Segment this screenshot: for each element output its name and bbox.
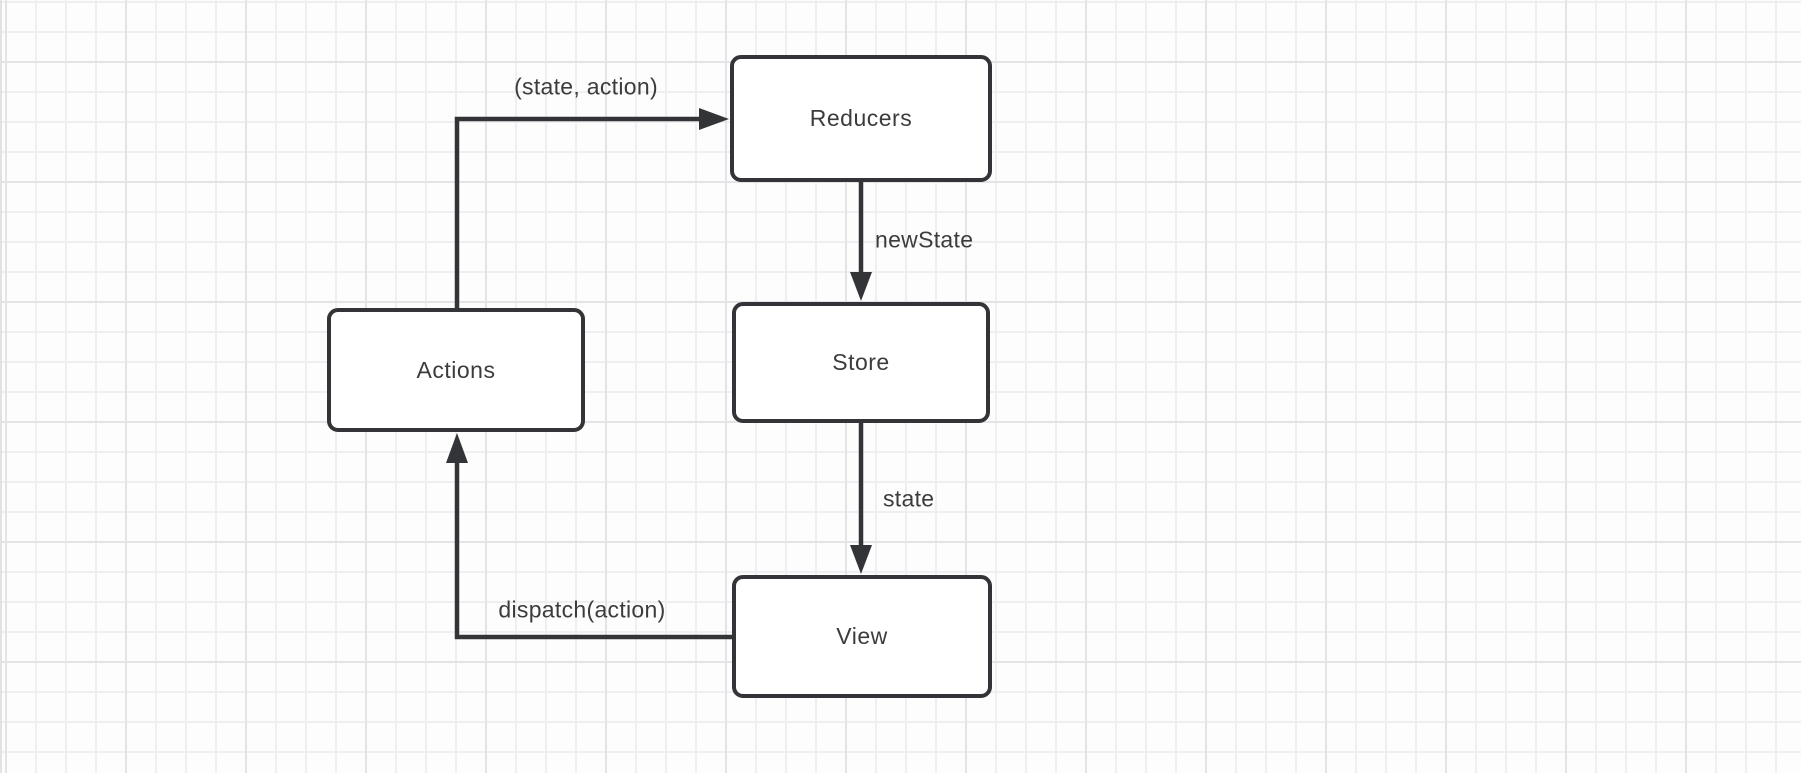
node-reducers[interactable]: Reducers [730, 55, 992, 182]
node-label: Reducers [809, 105, 913, 131]
edge-view-actions[interactable] [446, 433, 732, 640]
node-actions[interactable]: Actions [327, 308, 585, 432]
edge-store-view[interactable] [850, 422, 872, 574]
arrowhead-down-icon [850, 545, 872, 574]
node-view[interactable]: View [732, 575, 992, 698]
node-label: View [836, 623, 888, 649]
arrowhead-down-icon [850, 272, 872, 301]
edge-actions-reducers[interactable] [454, 108, 729, 308]
edge-label-newstate[interactable]: newState [875, 226, 974, 253]
node-label: Actions [416, 356, 496, 383]
edge-reducers-store[interactable] [850, 181, 872, 301]
edge-label-dispatch-action[interactable]: dispatch(action) [498, 596, 666, 623]
edge-label-state[interactable]: state [883, 485, 935, 512]
node-store[interactable]: Store [732, 302, 990, 423]
edge-label-state-action[interactable]: (state, action) [514, 73, 658, 100]
arrowhead-up-icon [446, 433, 468, 463]
node-label: Store [832, 349, 890, 375]
arrowhead-right-icon [699, 108, 729, 130]
